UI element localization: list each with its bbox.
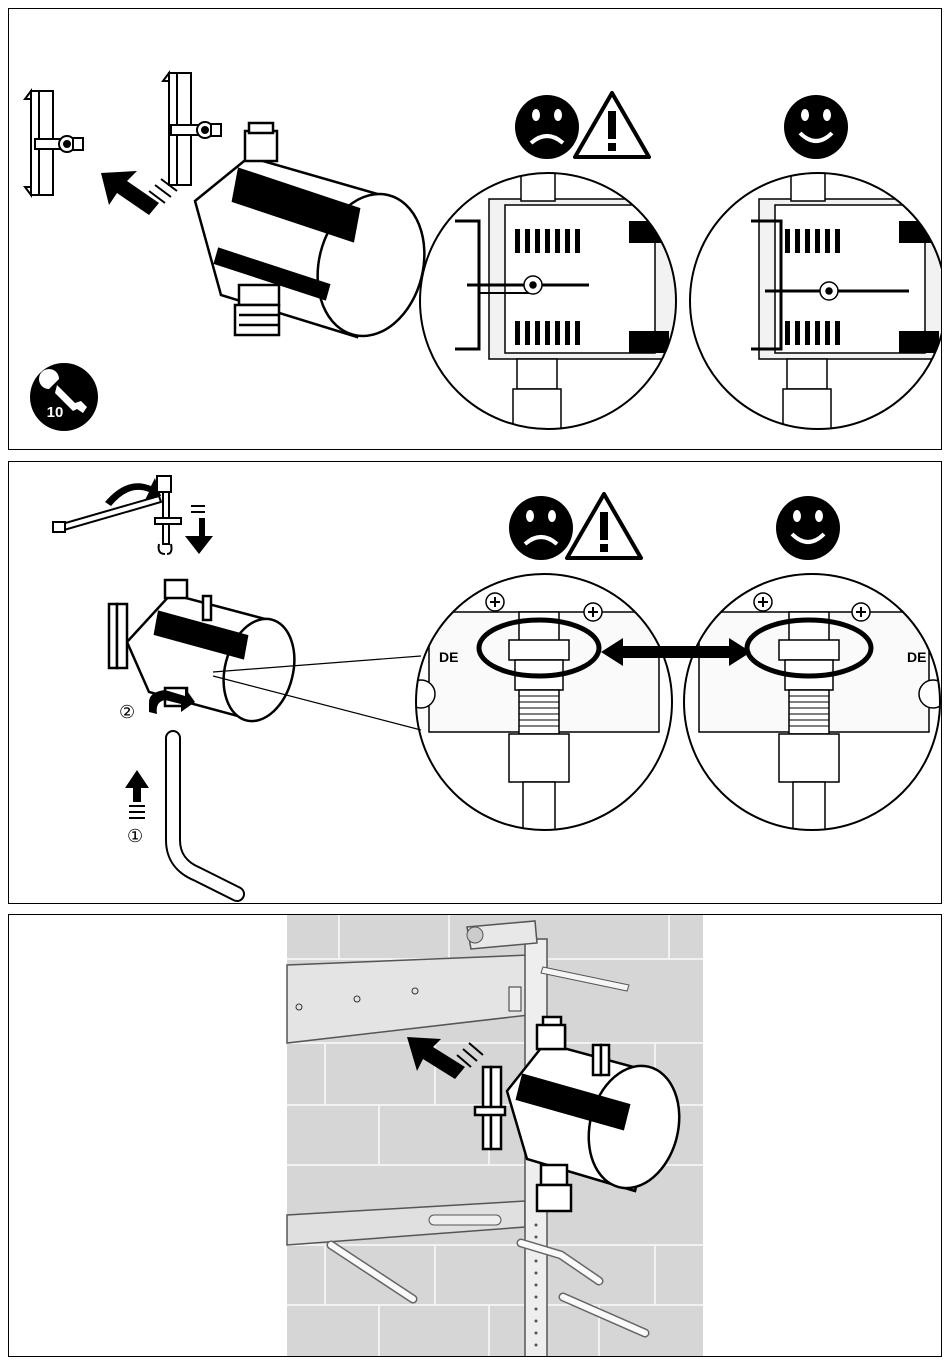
detail-view-correct: [690, 173, 942, 429]
step-marker-2: ②: [119, 702, 135, 723]
housing-label-left: DE: [439, 649, 458, 665]
direction-arrow-icon: [101, 171, 177, 215]
sad-face-icon: [509, 496, 573, 560]
mounting-clip-attached: [163, 73, 221, 185]
panel3-illustration: [9, 915, 942, 1357]
warning-triangle-icon: [567, 494, 641, 558]
correct-indicator: [784, 95, 848, 159]
push-up-arrow-icon: [125, 770, 149, 818]
housing-label-right: DE: [907, 649, 926, 665]
correct-indicator: [776, 496, 840, 560]
tool-size-label: 10: [47, 404, 64, 421]
mounting-clip-loose: [25, 91, 83, 195]
valve-housing: [109, 580, 305, 729]
incorrect-indicator: [515, 93, 649, 159]
step-marker-1: ①: [127, 826, 143, 847]
detail-view-incorrect: [420, 173, 689, 429]
detail-view-incorrect: DE: [407, 569, 672, 842]
valve-housing: [195, 123, 439, 347]
incorrect-indicator: [509, 494, 641, 560]
connection-pipe: [173, 738, 237, 894]
sad-face-icon: [515, 95, 579, 159]
down-arrow-icon: [185, 506, 213, 554]
smiley-face-icon: [776, 496, 840, 560]
warning-triangle-icon: [575, 93, 649, 157]
step-panel-installation: [8, 914, 942, 1357]
hanger-clip: [155, 476, 181, 554]
panel2-illustration: ② ①: [9, 462, 942, 904]
step-panel-pipe-connection: ② ①: [8, 461, 942, 904]
step-panel-mounting-clip: 10: [8, 8, 942, 450]
smiley-face-icon: [784, 95, 848, 159]
panel1-illustration: 10: [9, 9, 942, 450]
tool-badge: 10: [30, 363, 98, 431]
detail-view-correct: DE: [684, 569, 942, 842]
